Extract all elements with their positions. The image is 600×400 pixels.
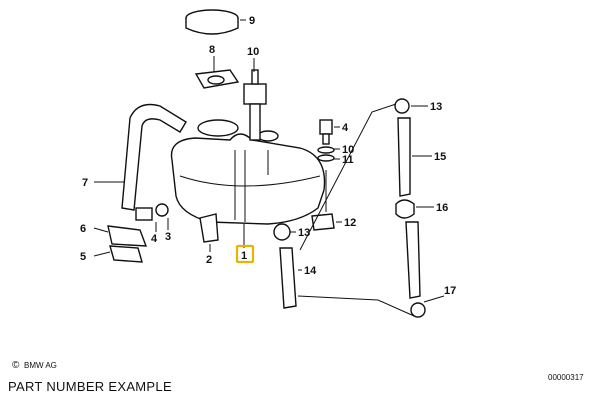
callout-7: 7 [82, 177, 88, 189]
callout-12: 12 [344, 217, 356, 229]
washers-10-11 [317, 146, 335, 162]
callout-14: 14 [304, 265, 317, 277]
bolt-4-right [319, 119, 333, 145]
callout-11: 11 [342, 154, 354, 166]
caption: PART NUMBER EXAMPLE [8, 379, 172, 394]
callout-8: 8 [209, 44, 215, 56]
clamp-13-lower [273, 223, 291, 241]
brand-label: BMW AG [24, 361, 57, 370]
expansion-tank [170, 119, 326, 225]
clamp-16 [395, 199, 415, 219]
callouts: 1 2 3 4 4 5 6 7 8 9 10 10 11 12 13 13 14… [80, 15, 456, 297]
callout-3: 3 [165, 231, 171, 243]
callout-13-lower: 13 [298, 227, 310, 239]
level-sensor [243, 69, 267, 141]
callout-4-left: 4 [151, 233, 158, 245]
callout-17: 17 [444, 285, 456, 297]
callout-6: 6 [80, 223, 86, 235]
callout-4-right: 4 [342, 122, 349, 134]
callout-13-upper: 13 [430, 101, 442, 113]
bracket-2 [199, 213, 219, 243]
bracket-5 [109, 245, 143, 263]
copyright-mark: © [12, 360, 20, 371]
callout-10-top: 10 [247, 46, 259, 58]
callout-15: 15 [434, 151, 446, 163]
hose-lower [405, 221, 421, 299]
clamp-17 [410, 302, 426, 318]
highlight-box [235, 244, 255, 264]
callout-5: 5 [80, 251, 86, 263]
callout-1: 1 [241, 250, 247, 262]
callout-16: 16 [436, 202, 448, 214]
routing-lines [297, 103, 415, 317]
bracket-6 [107, 225, 148, 247]
cap [185, 9, 239, 35]
callout-2: 2 [206, 254, 212, 266]
bracket-12 [311, 213, 335, 231]
bolt-4-left [135, 203, 169, 221]
clamp-13-upper [394, 98, 410, 114]
diagram-code: 00000317 [548, 373, 584, 382]
leader-lines [93, 19, 445, 303]
callout-9: 9 [249, 15, 255, 27]
hose-15 [397, 117, 411, 197]
filler-neck [194, 69, 240, 89]
hose-14 [279, 247, 297, 309]
hose-7 [121, 103, 187, 211]
callout-10-right: 10 [342, 144, 354, 156]
